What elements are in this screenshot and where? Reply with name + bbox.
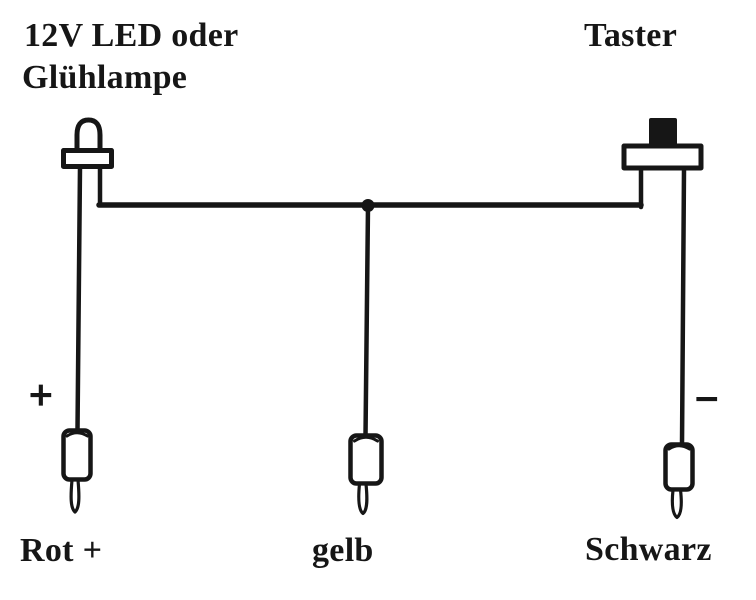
junction-dot — [361, 199, 375, 212]
led-dome — [74, 117, 103, 152]
wire-middle-drop — [363, 203, 371, 439]
connector-cap-line — [667, 444, 691, 451]
connector-cap-line — [353, 435, 379, 443]
connector-body — [61, 428, 93, 482]
wire-label-schwarz: Schwarz — [585, 531, 712, 568]
led-lamp-symbol — [61, 117, 114, 169]
button-cap — [649, 118, 677, 148]
wire-label-gelb: gelb — [312, 532, 374, 569]
connector-body — [348, 433, 384, 486]
connector-pin — [670, 488, 683, 520]
connector-pin — [69, 478, 81, 514]
taster-label: Taster — [584, 17, 678, 54]
connector-cap-line — [65, 431, 89, 438]
heading-line1: 12V LED oder — [24, 17, 239, 54]
connector-plug-gelb — [348, 433, 384, 516]
wire-label-rot: Rot + — [20, 532, 103, 569]
led-flange — [61, 148, 114, 169]
connector-plug-schwarz — [663, 442, 695, 520]
wire-led-left-leg — [75, 164, 83, 433]
connector-pin — [357, 482, 369, 516]
connector-plug-rot — [61, 428, 93, 514]
button-flange — [621, 143, 704, 171]
connector-body — [663, 442, 695, 492]
plus-sign: + — [28, 373, 54, 419]
minus-sign: − — [694, 377, 720, 423]
push-button-symbol — [621, 118, 704, 171]
heading-line2: Glühlampe — [22, 59, 188, 96]
wire-taster-right-leg — [679, 166, 687, 448]
